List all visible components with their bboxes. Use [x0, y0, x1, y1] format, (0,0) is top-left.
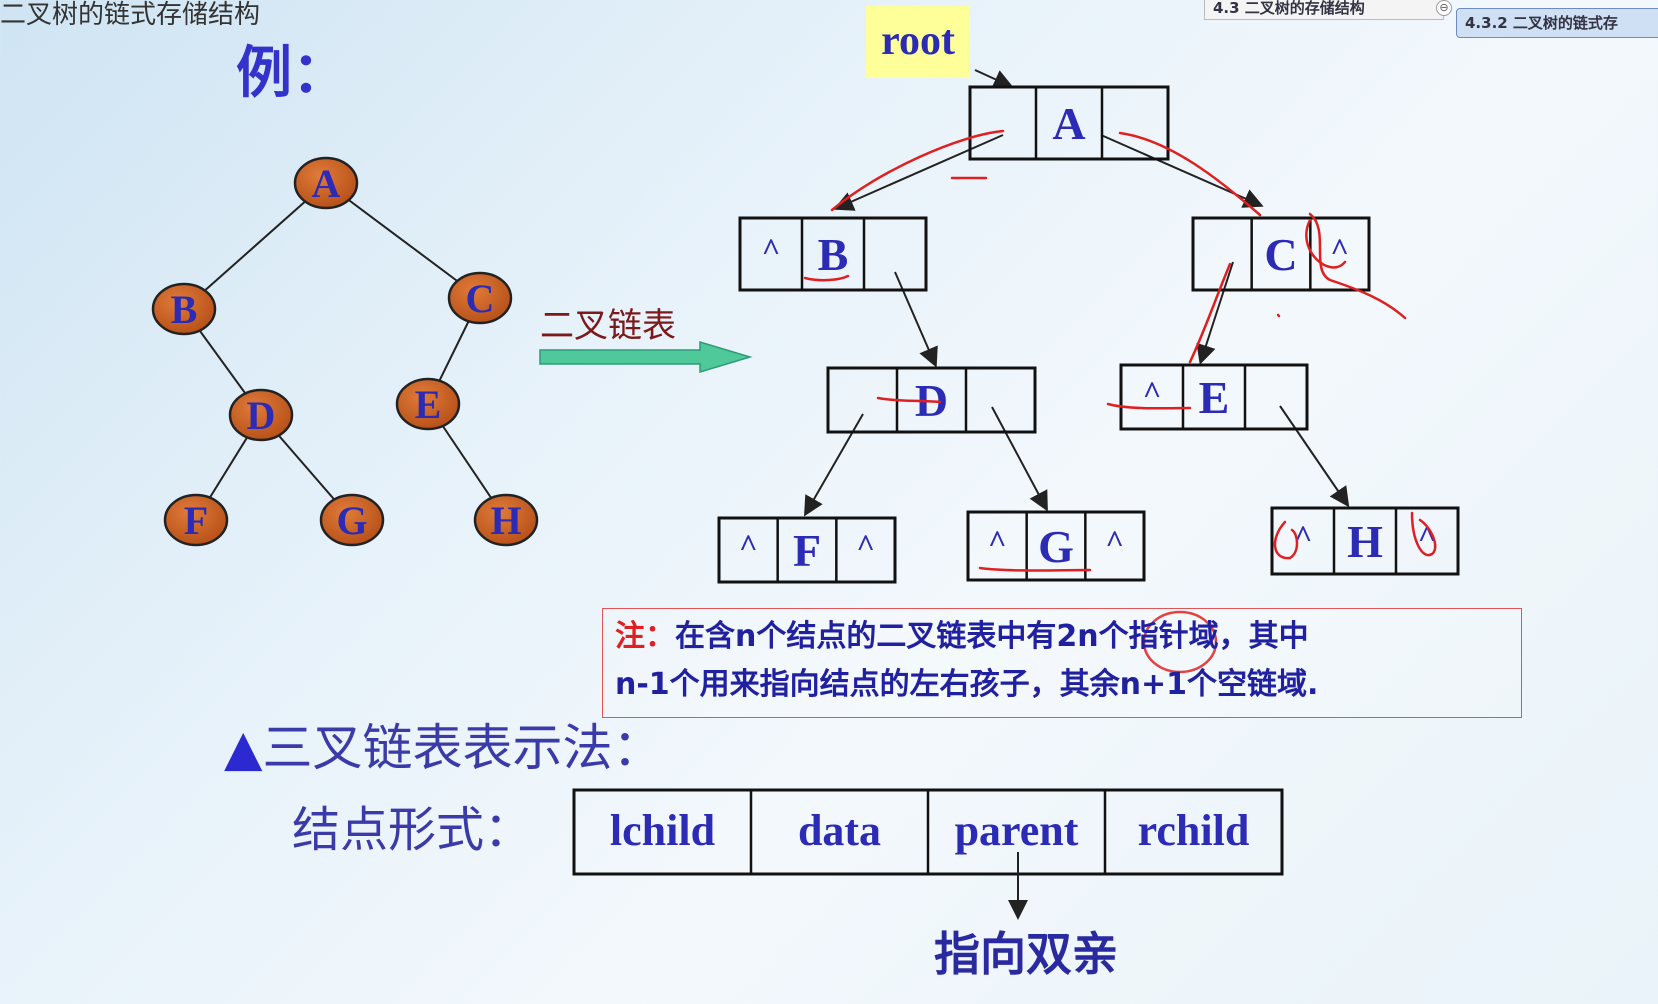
list-data-value: F — [793, 525, 821, 576]
collapse-icon[interactable]: ⊖ — [1436, 0, 1452, 16]
tree-edge-A-B — [183, 182, 327, 310]
list-left-pointer: ^ — [1143, 374, 1162, 410]
tree-node-label: C — [466, 276, 495, 321]
trident-node-form: lchild data parent rchild — [572, 788, 1284, 920]
trident-heading: ▲三叉链表表示法： — [224, 708, 662, 780]
tree-node-A: A — [293, 156, 359, 210]
binary-tree: A B C D E F G H — [151, 156, 539, 547]
root-pointer-arrow — [974, 69, 1014, 89]
list-data-value: G — [1038, 521, 1074, 572]
trident-field-parent: parent — [955, 806, 1079, 855]
list-node-box — [1270, 506, 1460, 576]
tree-edge-A-C — [325, 182, 481, 299]
example-label: 例： — [236, 41, 348, 106]
list-left-pointer: ^ — [762, 231, 781, 267]
list-node-box — [738, 216, 928, 292]
list-left-pointer: ^ — [1294, 518, 1313, 554]
list-node-B: ^B — [738, 216, 928, 292]
note-text-1: 在含n个结点的二叉链表中有2n个指针域，其中 — [675, 619, 1309, 654]
list-node-box — [826, 366, 1037, 434]
list-node-box — [966, 510, 1146, 582]
tree-node-C: C — [447, 271, 513, 325]
list-link-E-H — [1279, 405, 1350, 508]
list-node-C: C^ — [1191, 216, 1371, 292]
tree-node-D: D — [228, 388, 294, 442]
tree-node-label: D — [247, 393, 276, 438]
list-data-value: A — [1052, 98, 1085, 149]
tree-node-circle — [447, 271, 513, 325]
tree-node-circle — [228, 388, 294, 442]
trident-field-data: data — [798, 806, 881, 855]
list-data-value: H — [1347, 516, 1383, 567]
note-box: 注：在含n个结点的二叉链表中有2n个指针域，其中 n-1个用来指向结点的左右孩子… — [602, 608, 1522, 718]
list-right-pointer: ^ — [1330, 231, 1349, 267]
tree-node-E: E — [395, 377, 461, 431]
list-node-box — [717, 516, 897, 584]
list-link-D-G — [991, 406, 1048, 512]
tree-node-B: B — [151, 282, 217, 336]
triangle-bullet-icon: ▲ — [224, 719, 263, 777]
list-data-value: E — [1199, 372, 1230, 423]
list-left-pointer: ^ — [988, 523, 1007, 559]
note-line-2: n-1个用来指向结点的左右孩子，其余n+1个空链域. — [615, 667, 1319, 702]
parent-pointer-caption: 指向双亲 — [934, 927, 1118, 981]
trident-heading-text: 三叉链表表示法： — [262, 719, 663, 777]
list-node-H: ^ H ^ — [1270, 506, 1460, 576]
list-link-B-D — [894, 271, 938, 368]
tree-node-label: E — [415, 382, 442, 427]
nav-tab-linked-storage[interactable]: 4.3.2 二叉树的链式存 — [1456, 8, 1658, 38]
tree-node-F: F — [163, 493, 229, 547]
conversion-arrow-icon — [539, 340, 753, 374]
list-data-value: C — [1264, 229, 1297, 280]
list-node-A: A — [968, 85, 1170, 161]
conversion-label: 二叉链表 — [540, 306, 676, 346]
list-node-box — [968, 85, 1170, 161]
trident-field-lchild: lchild — [610, 806, 715, 855]
tree-node-label: A — [312, 161, 341, 206]
tree-node-circle — [163, 493, 229, 547]
tree-node-label: B — [171, 287, 198, 332]
tree-node-circle — [293, 156, 359, 210]
list-left-pointer: ^ — [739, 527, 758, 563]
list-link-A-B — [833, 134, 1004, 211]
list-right-pointer: ^ — [856, 527, 875, 563]
tree-node-H: H — [473, 493, 539, 547]
root-pointer-label: root — [866, 6, 970, 78]
nav-tab-storage-structure[interactable]: 4.3 二叉树的存储结构 — [1204, 0, 1444, 20]
list-right-pointer: ^ — [1105, 523, 1124, 559]
list-link-D-F — [804, 413, 864, 517]
list-link-C-E — [1196, 261, 1234, 365]
list-node-F: ^ F ^ — [717, 516, 897, 584]
list-node-G: ^ G ^ — [966, 510, 1146, 582]
tree-node-label: H — [490, 498, 521, 543]
node-form-label: 结点形式： — [292, 802, 533, 858]
list-node-box — [1191, 216, 1371, 292]
tree-node-circle — [319, 493, 385, 547]
list-right-pointer: ^ — [1418, 518, 1437, 554]
list-node-E: ^E — [1119, 363, 1309, 431]
tree-node-circle — [151, 282, 217, 336]
tree-node-G: G — [319, 493, 385, 547]
handwritten-annotations — [803, 129, 1437, 674]
slide-title: 二叉树的链式存储结构 — [0, 0, 261, 29]
tree-node-label: F — [184, 498, 208, 543]
tree-node-circle — [395, 377, 461, 431]
note-prefix: 注： — [615, 619, 675, 654]
list-node-box — [1119, 363, 1309, 431]
tree-node-circle — [473, 493, 539, 547]
trident-field-rchild: rchild — [1138, 806, 1250, 855]
list-data-value: B — [818, 229, 849, 280]
tree-node-label: G — [336, 498, 367, 543]
note-line-1: 注：在含n个结点的二叉链表中有2n个指针域，其中 — [615, 613, 1509, 661]
